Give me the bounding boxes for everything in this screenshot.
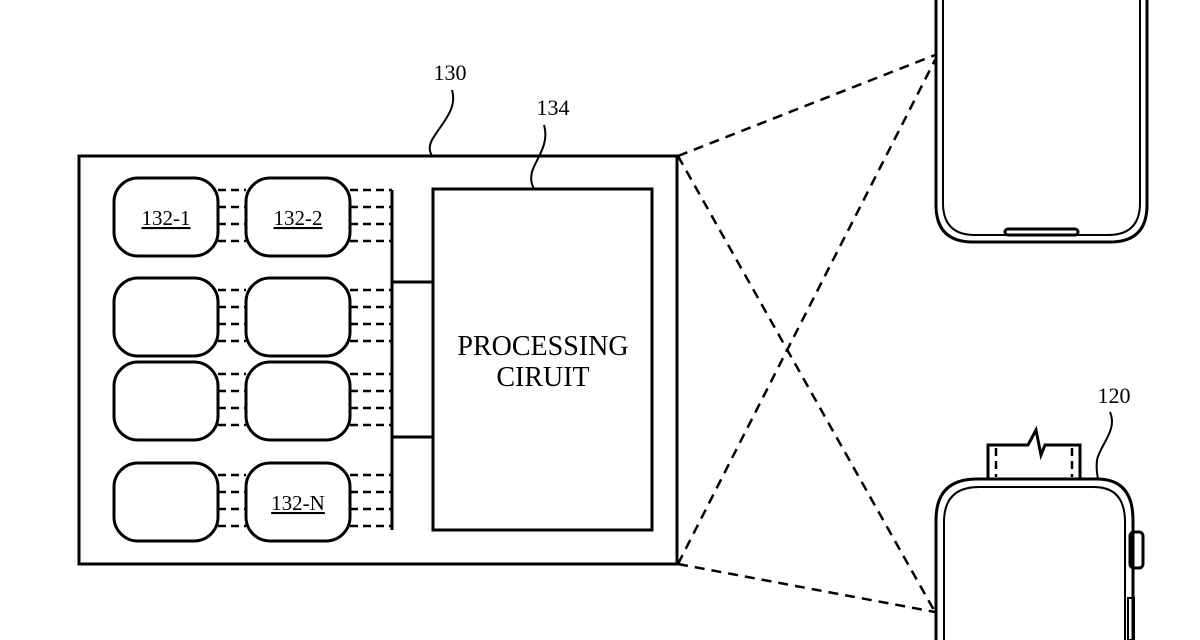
processing-label-line2: CIRUIT	[496, 362, 589, 393]
module-box	[112, 176, 220, 258]
projection-line-cross-1	[676, 155, 937, 613]
system-leader-line	[428, 89, 455, 157]
module-ref-label: 132-1	[142, 206, 191, 230]
watch-side-button-icon	[1127, 597, 1135, 640]
module-box	[244, 461, 352, 543]
module-ref-label: 132-2	[274, 206, 323, 230]
watch-ref-label: 120	[1098, 383, 1131, 408]
phone-home-indicator-icon	[1003, 227, 1080, 237]
smartphone	[934, 0, 1149, 244]
processing-label-line1: PROCESSING	[457, 331, 628, 362]
projection-line-cross-2	[676, 59, 937, 565]
watch-band-icon	[986, 425, 1082, 479]
processing-circuit-box	[431, 187, 654, 532]
module-box	[244, 176, 352, 258]
phone-outer-frame	[934, 0, 1149, 244]
module-box	[244, 360, 352, 442]
smartwatch: 120	[934, 383, 1145, 640]
projection-line-bottom-watch	[677, 562, 936, 614]
phone-inner-frame	[942, 0, 1141, 236]
system-box	[77, 154, 679, 566]
module-ref-label: 132-N	[271, 491, 325, 515]
module-box	[112, 461, 220, 543]
watch-crown-icon	[1128, 530, 1145, 570]
module-grid: 132-1 132-2 132-N	[112, 176, 392, 543]
watch-leader-line	[1095, 411, 1113, 480]
module-box	[244, 276, 352, 358]
processing-ref-label: 134	[537, 95, 570, 120]
watch-inner-frame	[943, 486, 1126, 640]
module-box	[112, 360, 220, 442]
processing-leader-line	[530, 124, 547, 190]
system-ref-label: 130	[434, 60, 467, 85]
module-box	[112, 276, 220, 358]
watch-outer-frame	[934, 477, 1135, 640]
projection-line-top-phone	[677, 53, 936, 158]
